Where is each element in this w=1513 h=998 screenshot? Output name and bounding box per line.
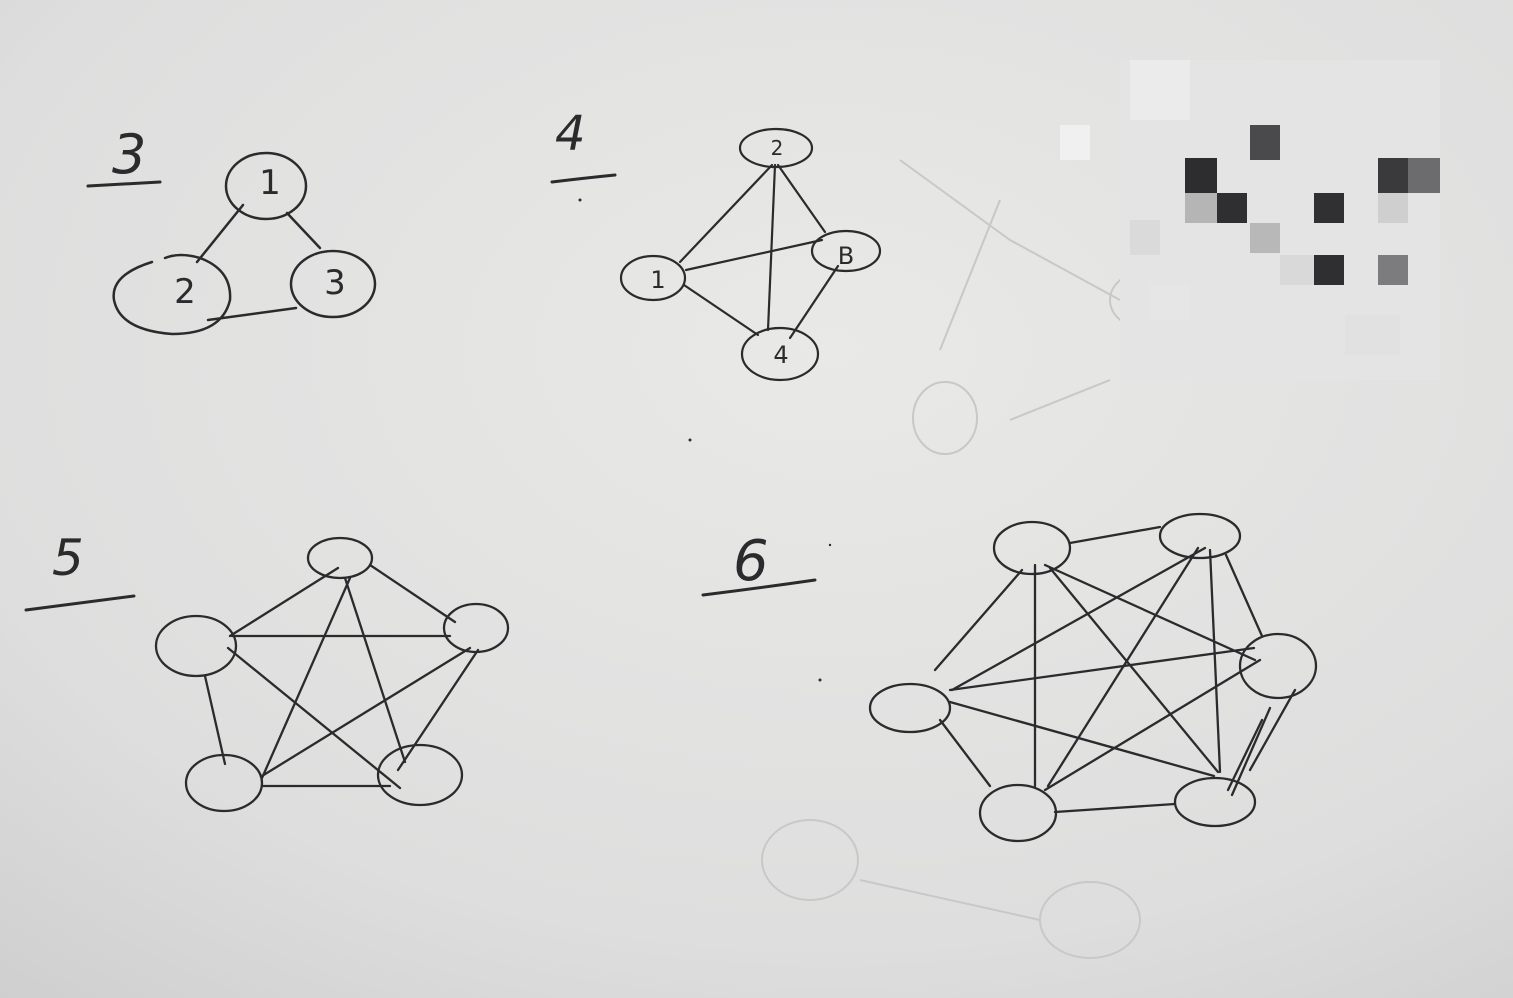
graph-node: [154, 614, 238, 678]
graph-node: [306, 536, 374, 580]
label-underline: [550, 173, 617, 184]
graph-k3: 3 1 2 3: [86, 123, 377, 336]
label-underline: [86, 180, 162, 188]
graph-k5: 5: [24, 529, 510, 813]
graph-label-4: 4: [555, 106, 586, 162]
graph-node: [289, 249, 377, 319]
edge: [766, 163, 777, 332]
k6-edges: [933, 525, 1297, 814]
graph-node: [740, 326, 820, 382]
graph-node: [1173, 776, 1257, 828]
graph-node: [1238, 632, 1318, 700]
edge: [195, 203, 245, 264]
graph-node: [810, 229, 882, 273]
k5-edges: [203, 563, 480, 790]
edge: [678, 163, 774, 264]
graph-node: [868, 682, 952, 734]
graph-node: [112, 253, 232, 336]
graph-k4: 4 2 1 B 4: [550, 106, 882, 382]
graph-node: [978, 783, 1058, 843]
graph-node: [376, 743, 464, 807]
node-label: 1: [259, 163, 281, 203]
graph-node: [442, 602, 510, 654]
redacted-region: [1060, 60, 1440, 380]
edge: [682, 283, 760, 337]
node-label: 1: [650, 266, 665, 294]
graph-node: [1158, 512, 1242, 560]
edge: [788, 264, 840, 340]
node-label: 2: [771, 136, 784, 160]
label-underline: [701, 578, 817, 597]
label-underline: [24, 594, 136, 612]
edge: [285, 211, 322, 250]
edge: [206, 306, 298, 322]
node-label: 4: [773, 341, 788, 369]
node-label: 2: [174, 272, 196, 312]
graph-node: [184, 753, 264, 813]
graph-node: [738, 127, 814, 169]
graph-label-6: 6: [733, 529, 769, 594]
graph-node: [224, 151, 308, 221]
graph-k6: 6: [701, 512, 1318, 843]
graph-node: [619, 254, 687, 302]
graph-label-3: 3: [112, 123, 146, 186]
node-label: 3: [324, 263, 346, 303]
edge: [684, 238, 824, 272]
edge: [776, 163, 827, 234]
graph-label-5: 5: [52, 529, 84, 587]
stray-marks: [578, 198, 832, 682]
graph-node: [992, 520, 1072, 576]
node-label: B: [838, 242, 854, 270]
